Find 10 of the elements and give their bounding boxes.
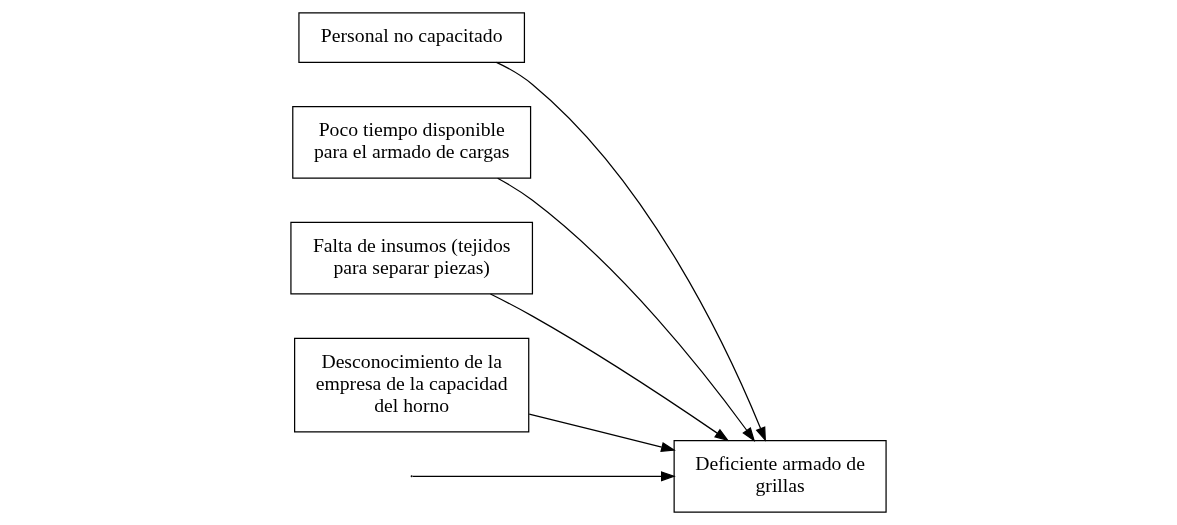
arrow <box>489 293 730 442</box>
node-box: Desconocimiento de la empresa de la capacidad del horno <box>294 337 530 433</box>
arrow <box>495 61 766 442</box>
node-box: Deficiente armado de grillas <box>673 439 887 513</box>
node-box: Poco tiempo disponible para el armado de cargas <box>292 106 532 179</box>
arrow <box>528 413 676 453</box>
node-box: Personal no capacitado <box>298 12 526 63</box>
arrow <box>497 177 756 442</box>
node-box: Falta de insumos (tejidos para separar piezas) <box>290 221 534 295</box>
arrow <box>412 471 676 482</box>
